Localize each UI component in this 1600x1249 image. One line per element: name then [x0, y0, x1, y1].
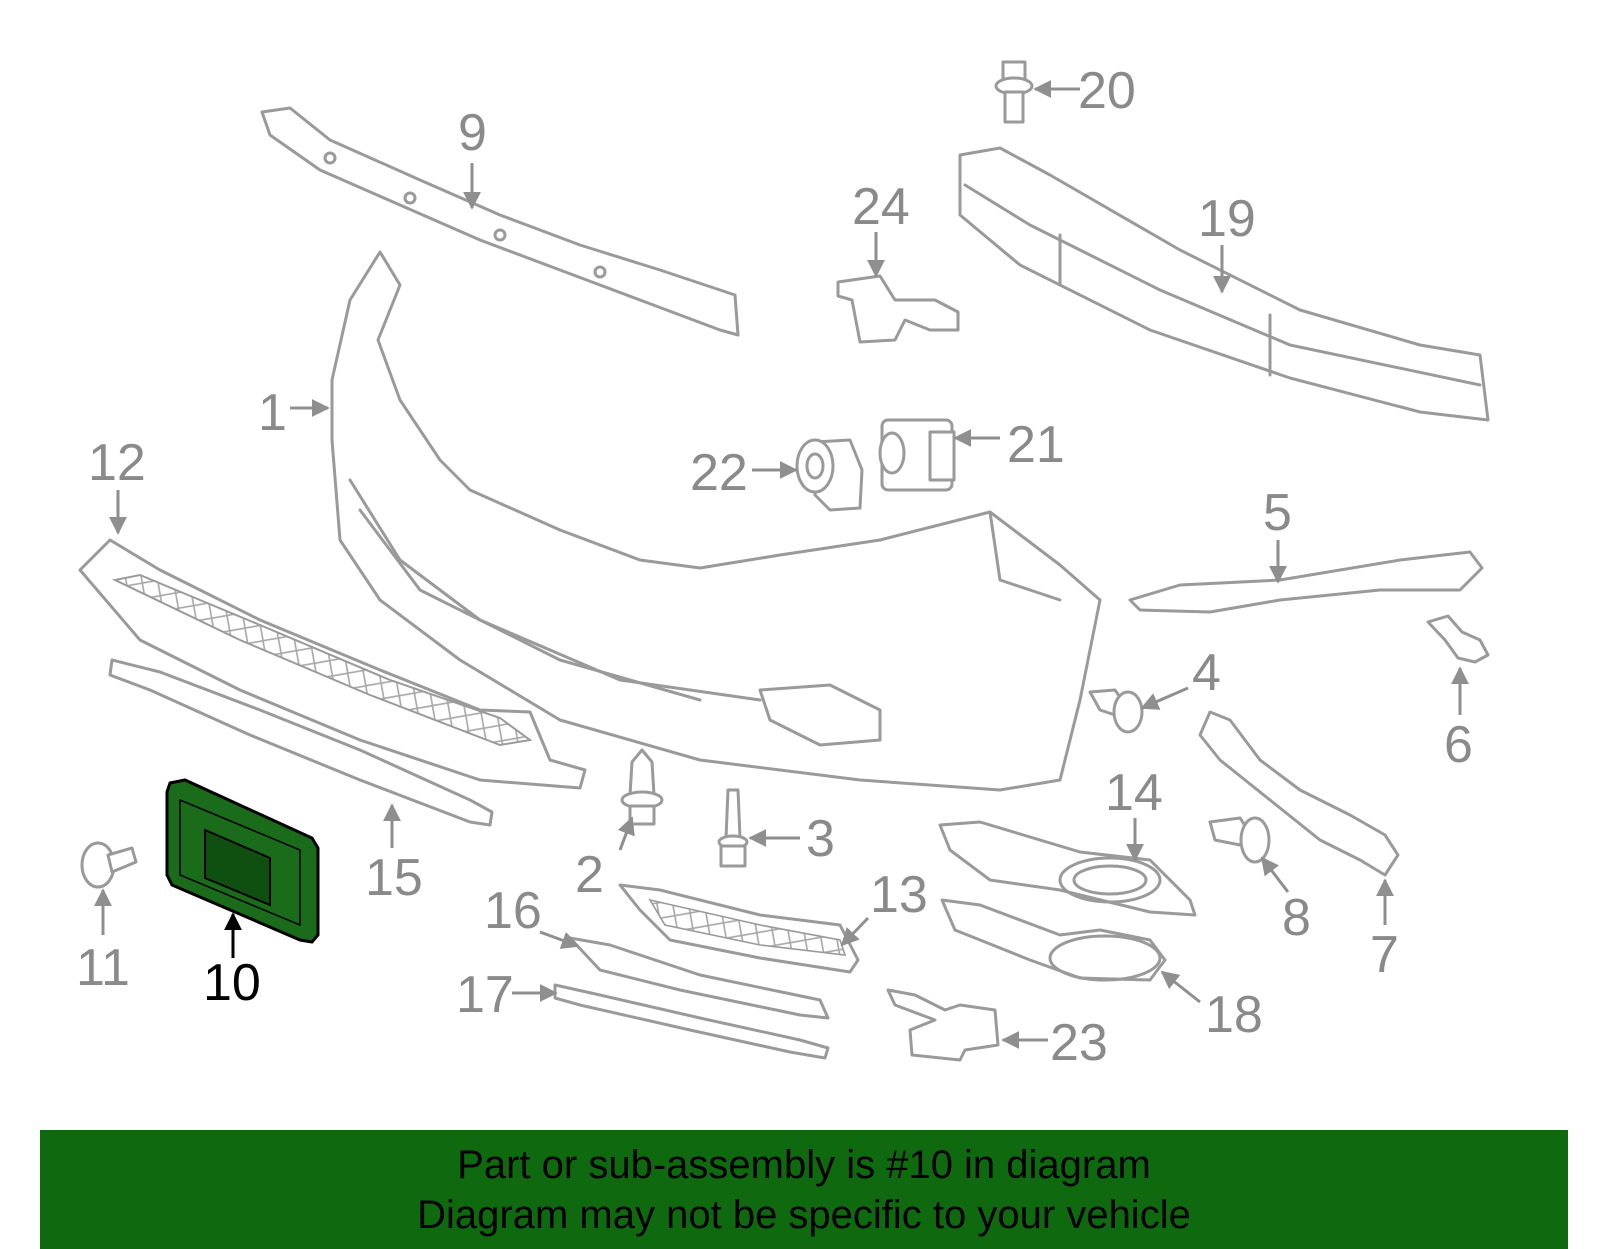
callout-20: 20 — [1078, 62, 1136, 120]
callout-6: 6 — [1444, 716, 1473, 774]
part-14-fog-garnish — [938, 820, 1197, 917]
callout-12: 12 — [88, 434, 146, 492]
part-21-sensor — [878, 418, 956, 492]
callout-19: 19 — [1198, 190, 1256, 248]
part-13-small-grille — [618, 883, 860, 974]
part-9-upper-retainer — [260, 106, 740, 337]
callout-17: 17 — [456, 966, 514, 1024]
callout-8: 8 — [1282, 889, 1311, 947]
part-24-bracket — [836, 274, 960, 344]
callout-22: 22 — [690, 444, 748, 502]
part-11-screw — [80, 841, 138, 889]
banner-line-2: Diagram may not be specific to your vehi… — [417, 1193, 1191, 1237]
banner-line-1: Part or sub-assembly is #10 in diagram — [457, 1143, 1151, 1187]
callout-labels: 1 2 3 4 5 6 7 8 9 10 11 12 13 14 15 16 1… — [76, 62, 1473, 1072]
callout-15: 15 — [365, 849, 423, 907]
callout-16: 16 — [484, 882, 542, 940]
part-23-connector — [886, 988, 1000, 1062]
callout-3: 3 — [806, 810, 835, 868]
callout-18: 18 — [1205, 986, 1263, 1044]
callout-13: 13 — [870, 866, 928, 924]
callout-5: 5 — [1263, 484, 1292, 542]
part-17-trim — [553, 983, 830, 1060]
part-22-grommet — [795, 438, 864, 512]
part-19-bumper-beam — [958, 146, 1490, 422]
callout-10: 10 — [203, 954, 261, 1012]
callout-2: 2 — [575, 846, 604, 904]
part-5-side-bracket — [1128, 550, 1484, 614]
callout-9: 9 — [458, 104, 487, 162]
part-6-clip — [1426, 614, 1490, 664]
part-8-screw — [1208, 816, 1271, 864]
part-15-trim-strip — [108, 658, 494, 827]
part-2-push-clip — [620, 748, 664, 826]
callout-4: 4 — [1192, 644, 1221, 702]
callout-24: 24 — [852, 178, 910, 236]
part-7-bracket — [1198, 710, 1400, 877]
callout-23: 23 — [1050, 1014, 1108, 1072]
part-1-bumper-cover — [330, 250, 1102, 792]
part-4-clip — [1088, 688, 1144, 734]
callout-14: 14 — [1105, 764, 1163, 822]
part-16-trim — [568, 936, 830, 1020]
part-20-bolt — [994, 60, 1034, 124]
part-10-license-bracket — [165, 778, 320, 944]
info-banner: Part or sub-assembly is #10 in diagram D… — [40, 1130, 1568, 1249]
part-12-lower-grille — [78, 538, 587, 790]
part-18-fog-ring — [940, 898, 1167, 982]
part-3-bolt — [717, 788, 749, 868]
callout-21: 21 — [1007, 416, 1065, 474]
callout-1: 1 — [258, 384, 287, 442]
callout-11: 11 — [76, 939, 130, 997]
leader-lines — [94, 80, 1469, 1049]
callout-7: 7 — [1370, 926, 1399, 984]
